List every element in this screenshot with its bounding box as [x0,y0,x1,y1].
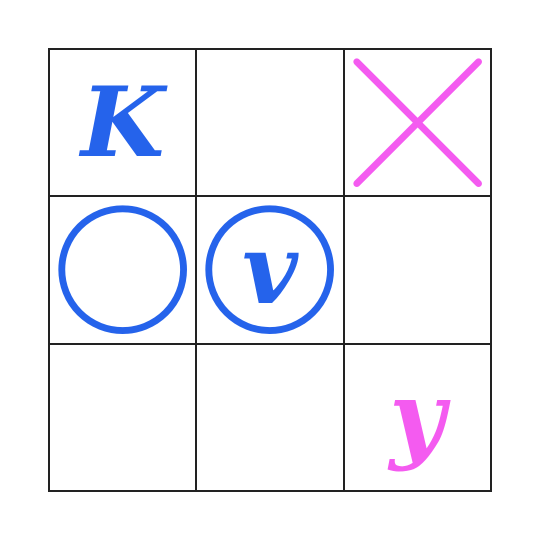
cell-r1-c0[interactable] [49,196,197,344]
cell-r0-c1[interactable] [196,49,344,197]
game-board: K v y [48,48,492,492]
o-mark [58,205,187,335]
cell-r0-c2[interactable] [343,49,491,197]
o-mark [205,205,335,335]
letter-mark: K [80,65,165,179]
x-mark [353,58,482,187]
cell-r1-c2[interactable] [343,196,491,344]
cell-r2-c0[interactable] [49,343,197,491]
letter-mark: y [389,360,446,474]
cell-r1-c1[interactable]: v [196,196,344,344]
cell-r2-c2[interactable]: y [343,343,491,491]
cell-r0-c0[interactable]: K [49,49,197,197]
cell-r2-c1[interactable] [196,343,344,491]
letter-mark: v [242,212,298,326]
